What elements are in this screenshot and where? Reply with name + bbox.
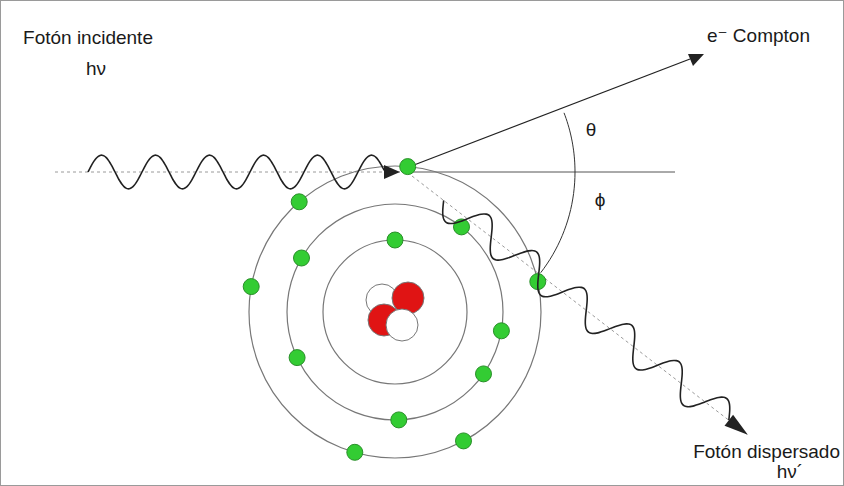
orbit bbox=[249, 166, 541, 458]
electron bbox=[291, 194, 307, 210]
electron-label: e⁻ Compton bbox=[707, 25, 810, 47]
electron bbox=[476, 366, 492, 382]
electron bbox=[294, 250, 310, 266]
electron bbox=[456, 433, 472, 449]
electron bbox=[289, 350, 305, 366]
angle-label: ϕ bbox=[595, 189, 606, 211]
energy-label: hν bbox=[86, 58, 106, 80]
angle-arc bbox=[541, 172, 575, 273]
arrowhead bbox=[688, 54, 704, 66]
orbit bbox=[323, 240, 467, 384]
angle-label: θ bbox=[586, 119, 597, 141]
neutron bbox=[386, 309, 418, 341]
arrowhead bbox=[725, 415, 748, 435]
electron bbox=[400, 159, 416, 175]
scattered-wave bbox=[443, 200, 730, 420]
orbit bbox=[287, 204, 503, 420]
photon-label: Fotón incidente bbox=[23, 27, 153, 49]
energy-label: hν´ bbox=[777, 461, 803, 483]
electron bbox=[387, 232, 403, 248]
electron bbox=[347, 444, 363, 460]
proton bbox=[392, 282, 424, 314]
reference-line bbox=[410, 172, 675, 173]
electron bbox=[391, 412, 407, 428]
photon-label: Fotón dispersado bbox=[693, 441, 840, 463]
electron-track bbox=[414, 59, 690, 165]
electron bbox=[493, 323, 509, 339]
arrowhead bbox=[384, 165, 400, 179]
incident-wave bbox=[88, 155, 386, 189]
electron bbox=[243, 279, 259, 295]
angle-arc bbox=[564, 113, 575, 172]
